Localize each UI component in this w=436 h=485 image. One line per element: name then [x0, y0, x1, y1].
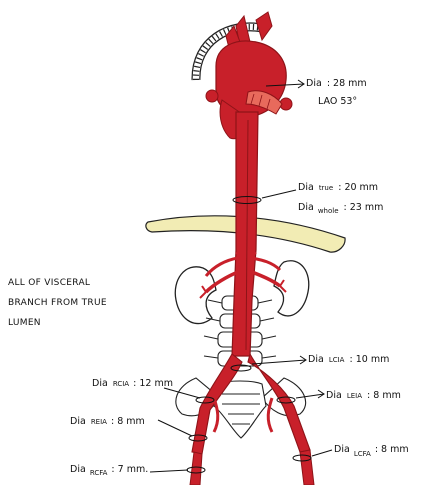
svg-text:Dia LCFA : 8 mm: Dia LCFA : 8 mm [334, 444, 409, 459]
reia-sub: REIA [91, 418, 107, 426]
right-kidney [175, 267, 216, 324]
lcfa-sub: LCFA [354, 450, 371, 458]
svg-text:Dia true : 20 mm: Dia true : 20 mm [298, 182, 378, 193]
rcfa-sub: RCFA [90, 469, 108, 477]
whole-prefix: Dia [298, 202, 314, 213]
lcfa-value: : 8 mm [375, 444, 409, 455]
svg-text:Dia LEIA : 8 mm: Dia LEIA : 8 mm [326, 390, 401, 401]
svg-text:Dia LCIA : 10 mm: Dia LCIA : 10 mm [308, 354, 389, 365]
lcfa-prefix: Dia [334, 444, 350, 455]
true-value: : 20 mm [338, 182, 378, 193]
leia-sub: LEIA [347, 392, 362, 400]
true-prefix: Dia [298, 182, 314, 193]
true-sub: true [319, 184, 333, 192]
rcfa-prefix: Dia [70, 464, 86, 475]
rcia-prefix: Dia [92, 378, 108, 389]
label-leia-diameter: Dia LEIA : 8 mm [326, 390, 401, 401]
svg-text:Dia RCIA : 12 mm: Dia RCIA : 12 mm [92, 378, 173, 389]
arch-prefix: Dia [306, 78, 322, 89]
note-line-2: BRANCH FROM TRUE [8, 298, 107, 308]
leia-prefix: Dia [326, 390, 342, 401]
lcia-prefix: Dia [308, 354, 324, 365]
whole-value: : 23 mm [344, 202, 384, 213]
rcia-sub: RCIA [113, 380, 129, 388]
reia-prefix: Dia [70, 416, 86, 427]
lcia-sub: LCIA [329, 356, 345, 364]
leia-value: : 8 mm [367, 390, 401, 401]
label-true-lumen-diameter: Dia true : 20 mm [298, 182, 378, 193]
lcia-value: : 10 mm [349, 354, 389, 365]
arch-view: LAO 53° [318, 96, 357, 107]
label-lcia-diameter: Dia LCIA : 10 mm [308, 354, 389, 365]
svg-text:Dia whole : 23 mm: Dia whole : 23 mm [298, 202, 383, 216]
label-rcfa-diameter: Dia RCFA : 7 mm. [70, 464, 148, 478]
reia-value: : 8 mm [111, 416, 145, 427]
side-note: ALL OF VISCERAL BRANCH FROM TRUE LUMEN [8, 278, 107, 328]
svg-text:Dia : 28 mm: Dia : 28 mm [306, 78, 367, 89]
note-line-3: LUMEN [8, 318, 41, 328]
note-line-1: ALL OF VISCERAL [8, 278, 90, 288]
label-lcfa-diameter: Dia LCFA : 8 mm [334, 444, 409, 459]
svg-text:Dia REIA : 8 mm: Dia REIA : 8 mm [70, 416, 145, 427]
label-reia-diameter: Dia REIA : 8 mm [70, 416, 145, 427]
svg-text:Dia RCFA : 7 mm.: Dia RCFA : 7 mm. [70, 464, 148, 478]
rcfa-value: : 7 mm. [111, 464, 148, 475]
whole-sub: whole [318, 207, 339, 215]
arch-value: : 28 mm [327, 78, 367, 89]
label-rcia-diameter: Dia RCIA : 12 mm [92, 378, 173, 389]
label-whole-diameter: Dia whole : 23 mm [298, 202, 383, 216]
rcia-value: : 12 mm [133, 378, 173, 389]
label-arch-diameter: Dia : 28 mm LAO 53° [306, 78, 367, 107]
